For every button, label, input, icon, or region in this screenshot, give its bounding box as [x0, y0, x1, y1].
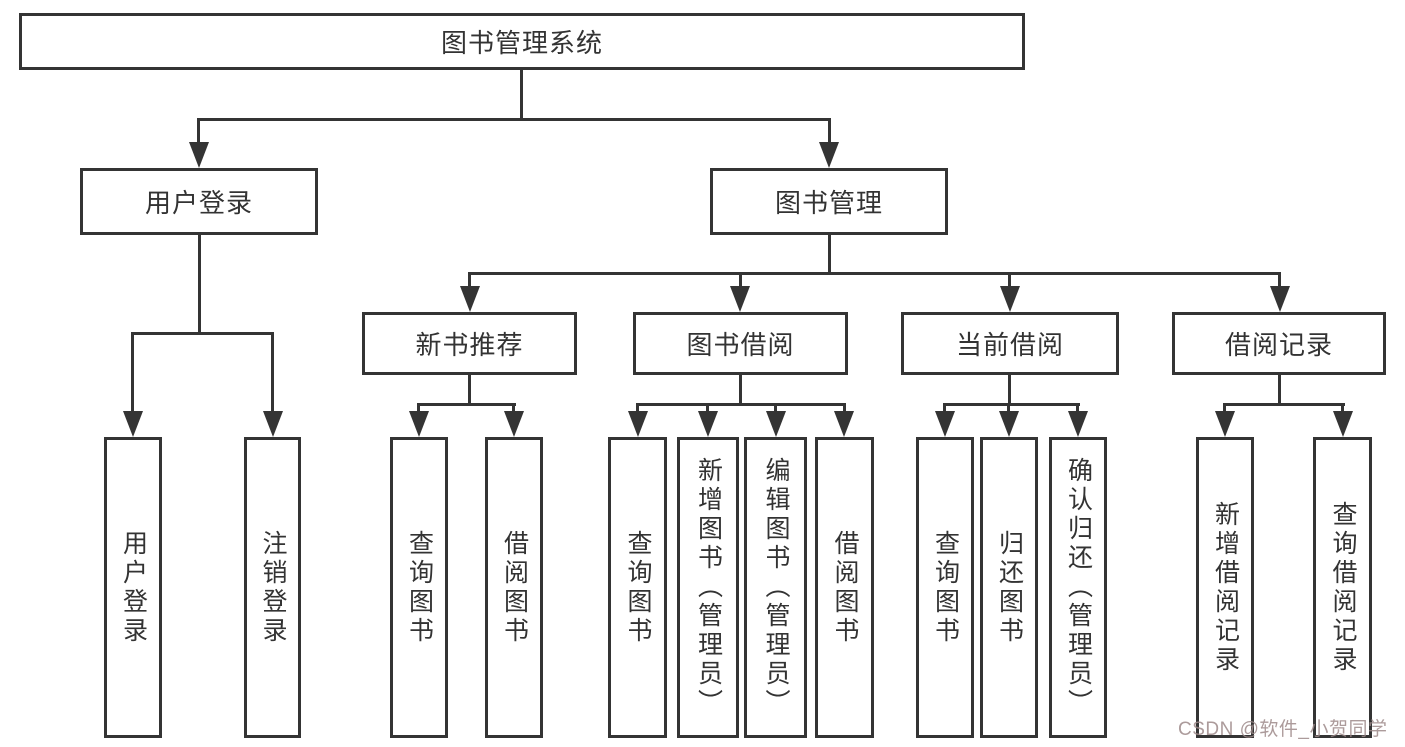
node-leaf-logout: 注销登录 — [244, 437, 301, 738]
arrowhead-down-icon — [1068, 411, 1088, 437]
connector-borrow-drop — [739, 375, 742, 406]
connector-level3-rail — [468, 272, 1281, 275]
node-user-login-branch: 用户登录 — [80, 168, 318, 235]
connector-stub — [843, 403, 846, 415]
node-label: 查询图书 — [931, 529, 960, 646]
connector-stub — [1223, 403, 1226, 415]
node-label: 用户登录 — [144, 188, 253, 218]
node-label: 借阅图书 — [831, 529, 859, 646]
node-root: 图书管理系统 — [19, 13, 1025, 70]
connector-records-drop — [1278, 375, 1281, 406]
connector-group1-rail — [131, 332, 274, 335]
node-label: 用户登录 — [119, 529, 148, 646]
node-label: 新增借阅记录 — [1211, 500, 1240, 675]
connector-stub — [417, 403, 420, 415]
arrowhead-down-icon — [460, 286, 480, 312]
connector-stub — [197, 118, 200, 146]
node-leaf-recommend-query-book: 查询图书 — [390, 437, 448, 738]
arrowhead-down-icon — [628, 411, 648, 437]
connector-newbook-drop — [468, 375, 471, 406]
arrowhead-down-icon — [1000, 286, 1020, 312]
arrowhead-down-icon — [1270, 286, 1290, 312]
node-leaf-add-book-admin: 新增图书（管理员） — [677, 437, 739, 738]
node-borrow-records: 借阅记录 — [1172, 312, 1386, 375]
arrowhead-down-icon — [409, 411, 429, 437]
connector-stub — [131, 332, 134, 415]
node-leaf-edit-book-admin: 编辑图书（管理员） — [744, 437, 807, 738]
arrowhead-down-icon — [999, 411, 1019, 437]
arrowhead-down-icon — [819, 142, 839, 168]
node-leaf-query-borrow-record: 查询借阅记录 — [1313, 437, 1372, 738]
arrowhead-down-icon — [263, 411, 283, 437]
connector-group5-rail — [1223, 403, 1345, 406]
connector-group2-rail — [417, 403, 516, 406]
node-label: 编辑图书（管理员） — [762, 457, 790, 718]
arrowhead-down-icon — [935, 411, 955, 437]
connector-bookmgmt-drop — [828, 235, 831, 275]
node-new-book-recommend: 新书推荐 — [362, 312, 577, 375]
connector-stub — [512, 403, 515, 415]
connector-level2-rail — [197, 118, 831, 121]
node-leaf-current-query-book: 查询图书 — [916, 437, 974, 738]
connector-stub — [1007, 403, 1010, 415]
connector-group4-rail — [943, 403, 1080, 406]
node-leaf-confirm-return-admin: 确认归还（管理员） — [1049, 437, 1107, 738]
connector-stub — [1076, 403, 1079, 415]
csdn-watermark: CSDN @软件_小贺同学 — [1178, 719, 1388, 740]
node-label: 查询图书 — [405, 529, 434, 646]
connector-stub — [636, 403, 639, 415]
arrowhead-down-icon — [504, 411, 524, 437]
connector-stub — [271, 332, 274, 415]
node-label: 图书管理 — [774, 188, 883, 218]
node-leaf-recommend-borrow-book: 借阅图书 — [485, 437, 543, 738]
connector-stub — [1278, 272, 1281, 292]
connector-stub — [706, 403, 709, 415]
node-leaf-borrow-book: 借阅图书 — [815, 437, 874, 738]
connector-stub — [1341, 403, 1344, 415]
node-label: 确认归还（管理员） — [1064, 457, 1093, 718]
arrowhead-down-icon — [123, 411, 143, 437]
node-current-borrow: 当前借阅 — [901, 312, 1119, 375]
arrowhead-down-icon — [766, 411, 786, 437]
arrowhead-down-icon — [1333, 411, 1353, 437]
node-leaf-borrow-query-book: 查询图书 — [608, 437, 667, 738]
node-book-management-branch: 图书管理 — [710, 168, 948, 235]
arrowhead-down-icon — [834, 411, 854, 437]
connector-stub — [774, 403, 777, 415]
node-label: 新书推荐 — [415, 330, 524, 360]
node-leaf-return-book: 归还图书 — [980, 437, 1038, 738]
node-leaf-add-borrow-record: 新增借阅记录 — [1196, 437, 1254, 738]
connector-userlogin-drop — [198, 235, 201, 335]
node-label: 当前借阅 — [955, 330, 1064, 360]
arrowhead-down-icon — [730, 286, 750, 312]
node-label: 借阅记录 — [1224, 330, 1333, 360]
arrowhead-down-icon — [1215, 411, 1235, 437]
node-label: 借阅图书 — [500, 529, 529, 646]
node-label: 归还图书 — [995, 529, 1024, 646]
connector-stub — [739, 272, 742, 292]
node-label: 注销登录 — [259, 529, 287, 646]
node-label: 查询借阅记录 — [1329, 500, 1357, 675]
connector-current-drop — [1008, 375, 1011, 406]
connector-stub — [943, 403, 946, 415]
node-book-borrow: 图书借阅 — [633, 312, 848, 375]
node-label: 查询图书 — [624, 529, 652, 646]
connector-root-drop — [520, 70, 523, 118]
arrowhead-down-icon — [189, 142, 209, 168]
connector-stub — [828, 118, 831, 146]
connector-stub — [1008, 272, 1011, 292]
node-label: 图书借阅 — [686, 330, 795, 360]
node-label: 新增图书（管理员） — [694, 457, 723, 718]
connector-stub — [468, 272, 471, 292]
arrowhead-down-icon — [698, 411, 718, 437]
connector-group3-rail — [636, 403, 846, 406]
node-root-label: 图书管理系统 — [440, 28, 603, 58]
node-leaf-user-login: 用户登录 — [104, 437, 162, 738]
